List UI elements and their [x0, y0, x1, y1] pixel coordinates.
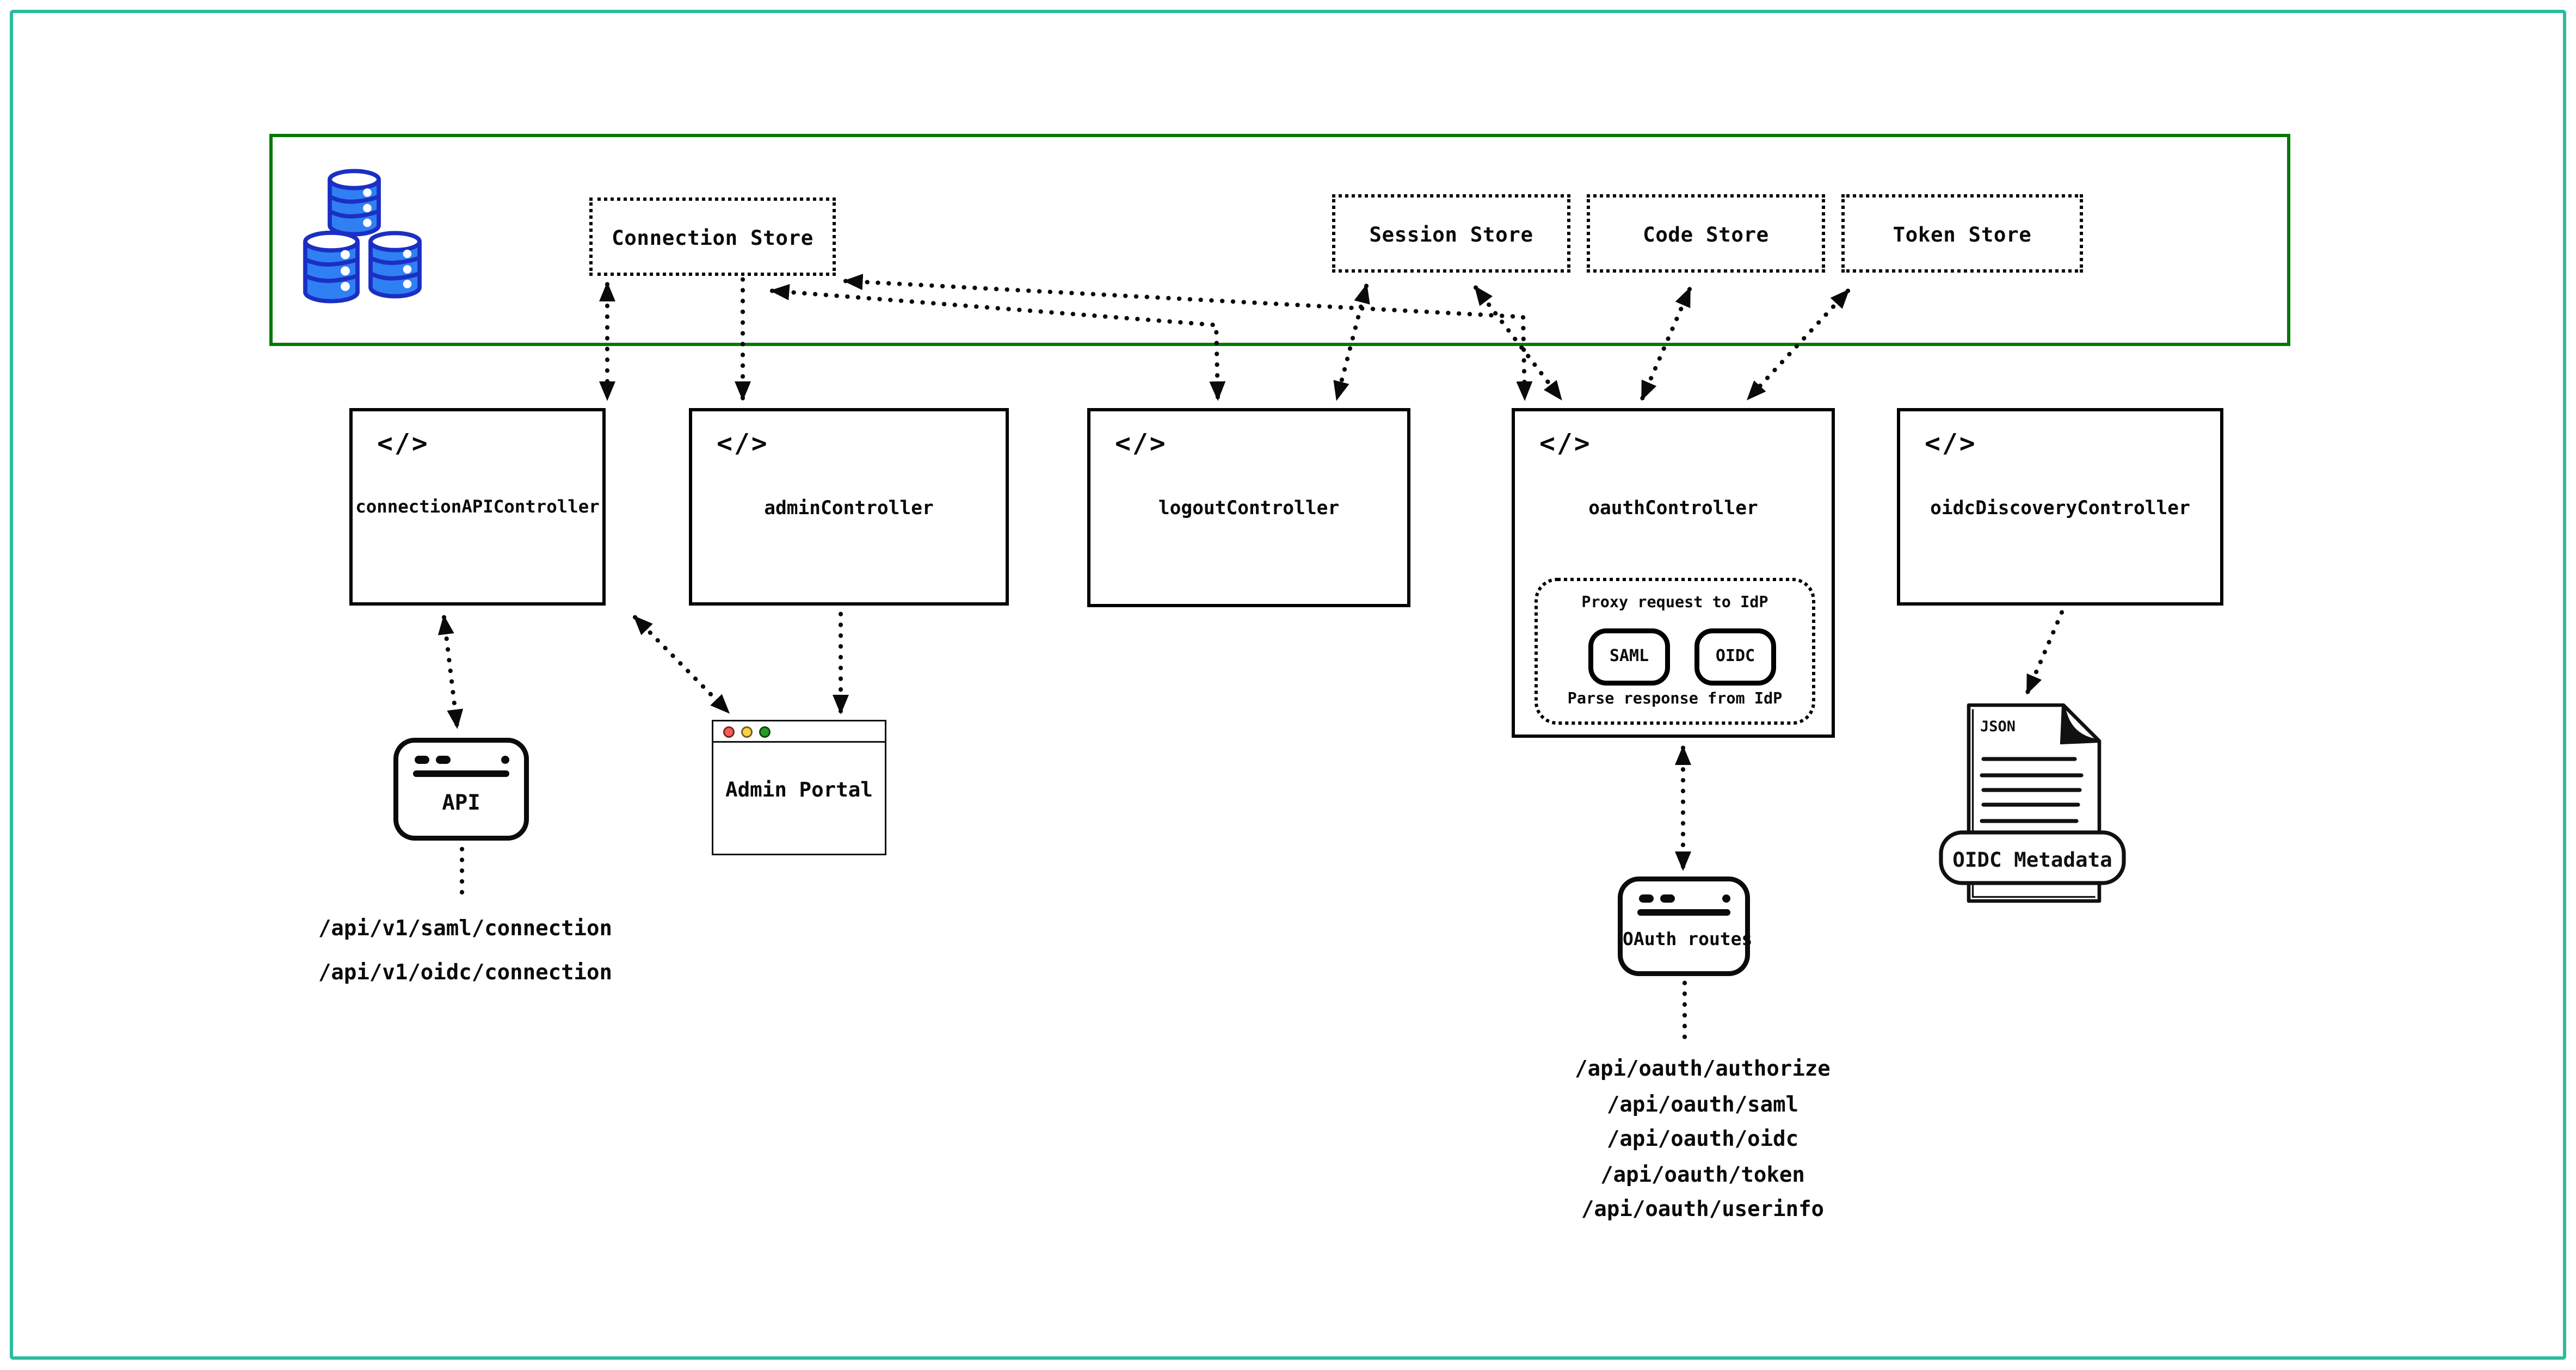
code-icon: </> — [377, 428, 429, 459]
oauth-routes-label: OAuth routes — [1623, 929, 1753, 950]
oauth-endpoint-token: /api/oauth/token — [1600, 1164, 1805, 1188]
api-endpoint-saml: /api/v1/saml/connection — [318, 917, 612, 942]
connection-api-controller-label: connectionAPIController — [355, 496, 600, 517]
oidc-label: OIDC — [1715, 648, 1755, 666]
minimize-traffic-light-icon — [741, 726, 753, 738]
code-icon: </> — [717, 428, 769, 459]
maximize-traffic-light-icon — [759, 726, 771, 738]
api-label: API — [442, 792, 480, 816]
oauth-endpoint-oidc: /api/oauth/oidc — [1606, 1128, 1799, 1152]
database-cylinders-icon — [303, 169, 422, 304]
oidc-discovery-controller-label: oidcDiscoveryController — [1930, 496, 2190, 519]
oauth-controller-label: oauthController — [1588, 496, 1758, 519]
connection-store-label: Connection Store — [612, 224, 814, 249]
logout-controller-label: logoutController — [1158, 496, 1340, 519]
idp-proxy-box: Proxy request to IdP SAML OIDC Parse res… — [1534, 578, 1815, 725]
proxy-request-label: Proxy request to IdP — [1581, 594, 1768, 612]
code-store-box: Code Store — [1587, 194, 1825, 273]
logout-controller-box: </> logoutController — [1087, 408, 1410, 607]
browser-titlebar — [713, 721, 885, 743]
saml-chip: SAML — [1588, 628, 1670, 686]
admin-portal-window: Admin Portal — [712, 720, 886, 855]
oidc-chip: OIDC — [1694, 628, 1776, 686]
session-store-label: Session Store — [1369, 221, 1533, 246]
session-store-box: Session Store — [1332, 194, 1570, 273]
token-store-box: Token Store — [1841, 194, 2083, 273]
admin-controller-label: adminController — [764, 496, 934, 519]
parse-response-label: Parse response from IdP — [1567, 690, 1783, 708]
oidc-discovery-controller-box: </> oidcDiscoveryController — [1897, 408, 2223, 606]
close-traffic-light-icon — [723, 726, 735, 738]
svg-text:JSON: JSON — [1980, 718, 2016, 735]
saml-label: SAML — [1609, 648, 1649, 666]
code-store-label: Code Store — [1643, 221, 1769, 246]
code-icon: </> — [1115, 428, 1167, 459]
api-window-icon: API — [393, 738, 529, 841]
oauth-routes-window-icon: OAuth routes — [1618, 877, 1753, 976]
oauth-endpoint-saml: /api/oauth/saml — [1606, 1094, 1799, 1118]
oauth-controller-box: </> oauthController Proxy request to IdP… — [1512, 408, 1835, 738]
token-store-label: Token Store — [1893, 221, 2032, 246]
code-icon: </> — [1539, 428, 1592, 459]
oidc-metadata-label: OIDC Metadata — [1952, 848, 2112, 872]
json-document-icon: JSON OIDC Metadata — [1939, 703, 2126, 903]
oauth-endpoint-userinfo: /api/oauth/userinfo — [1581, 1198, 1825, 1223]
oauth-endpoint-authorize: /api/oauth/authorize — [1575, 1058, 1831, 1082]
page-border — [10, 10, 2566, 1360]
code-icon: </> — [1925, 428, 1977, 459]
connection-store-box: Connection Store — [589, 198, 836, 276]
admin-portal-label: Admin Portal — [725, 777, 873, 801]
admin-controller-box: </> adminController — [689, 408, 1009, 606]
api-endpoint-oidc: /api/v1/oidc/connection — [318, 961, 612, 986]
connection-api-controller-box: </> connectionAPIController — [349, 408, 606, 606]
